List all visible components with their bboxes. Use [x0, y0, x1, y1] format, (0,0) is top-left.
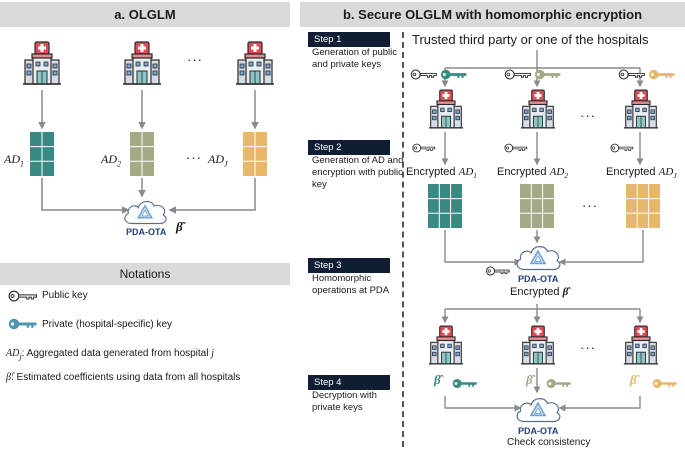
pda-label: PDA-OTA [518, 426, 559, 436]
hospital-icon [520, 325, 556, 365]
step-4-label: Step 4 [308, 375, 390, 390]
notations-title: Notations [119, 267, 171, 281]
public-key-icon [504, 143, 528, 153]
hospital-icon [428, 325, 464, 365]
beta-hat-olive: β̂ [526, 372, 533, 387]
ellipsis: ··· [186, 150, 202, 165]
step-3-desc: Homomorphic operations at PDA [312, 273, 390, 296]
ellipsis: ··· [187, 52, 203, 67]
private-key-icon [652, 378, 677, 389]
pda-cloud-icon [516, 397, 561, 423]
encrypted-ad-grid-gold [626, 184, 660, 228]
ad-grid-teal [30, 132, 54, 176]
step-1-desc: Generation of public and private keys [312, 47, 398, 70]
private-key-icon [648, 69, 675, 80]
private-key-icon [8, 318, 37, 330]
panel-b-header: b. Secure OLGLM with homomorphic encrypt… [300, 2, 685, 27]
private-key-icon [440, 69, 467, 80]
public-key-icon [504, 69, 531, 80]
step-4-desc: Decryption with private keys [312, 390, 377, 413]
beta-hat: β̂ [176, 219, 183, 234]
ad-label-2: AD2 [101, 152, 121, 169]
beta-notation: β̂: Estimated coefficients using data fr… [6, 372, 241, 383]
pda-label: PDA-OTA [518, 274, 559, 284]
public-key-note: Public key [42, 290, 88, 301]
ad-label-j: ADJ [208, 152, 228, 169]
beta-hat-teal: β̂ [434, 372, 441, 387]
trusted-party-label: Trusted third party or one of the hospit… [412, 32, 649, 47]
hospital-icon [520, 89, 556, 129]
pda-cloud-icon [123, 200, 167, 225]
pda-cloud-icon [516, 245, 561, 271]
private-key-icon [534, 69, 561, 80]
hospital-icon [235, 41, 275, 85]
step-1-label: Step 1 [308, 32, 390, 47]
panel-b-diagram [410, 50, 677, 423]
check-consistency: Check consistency [507, 437, 591, 448]
encrypted-ad-2: Encrypted AD2 [497, 166, 569, 181]
ad-notation: ADj: Aggregated data generated from hosp… [6, 348, 215, 361]
hospital-icon [623, 325, 659, 365]
ellipsis: ··· [580, 108, 596, 123]
step-2-label: Step 2 [308, 140, 390, 155]
encrypted-ad-grid-olive [520, 184, 554, 228]
hospital-icon [122, 41, 162, 85]
encrypted-ad-j: Encrypted ADJ [606, 166, 677, 181]
private-key-icon [452, 378, 477, 389]
ad-grid-gold [243, 132, 267, 176]
step-2-desc: Generation of AD and encryption with pub… [312, 155, 404, 190]
ad-grid-olive [130, 132, 154, 176]
private-key-icon [546, 378, 571, 389]
encrypted-ad-1: Encrypted AD1 [406, 166, 478, 181]
public-key-icon [8, 290, 38, 302]
step-separator [402, 32, 404, 447]
public-key-icon [485, 266, 510, 276]
public-key-icon [610, 143, 634, 153]
panel-b-title: b. Secure OLGLM with homomorphic encrypt… [342, 7, 643, 22]
step-3-label: Step 3 [308, 258, 390, 273]
encrypted-beta: Encrypted β̂ [510, 286, 569, 298]
ellipsis: ··· [582, 198, 598, 213]
panel-a-header: a. OLGLM [0, 2, 290, 27]
panel-a-title: a. OLGLM [114, 7, 176, 22]
public-key-icon [410, 69, 437, 80]
public-key-icon [412, 143, 436, 153]
hospital-icon [623, 89, 659, 129]
private-key-note: Private (hospital-specific) key [42, 319, 173, 330]
panel-a-diagram [22, 41, 275, 225]
pda-label: PDA-OTA [126, 227, 167, 237]
encrypted-ad-grid-teal [428, 184, 462, 228]
notations-header: Notations [0, 263, 290, 285]
hospital-icon [428, 89, 464, 129]
ad-label-1: AD1 [4, 152, 24, 169]
ellipsis: ··· [580, 340, 596, 355]
hospital-icon [22, 41, 62, 85]
beta-hat-gold: β̂ [630, 372, 637, 387]
